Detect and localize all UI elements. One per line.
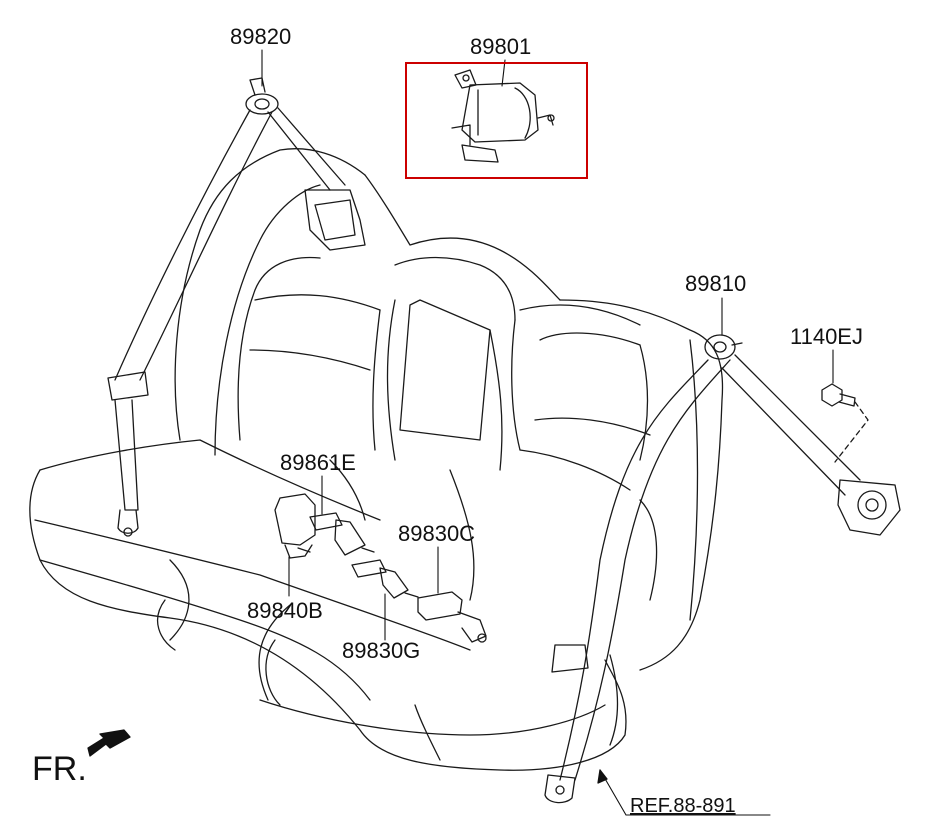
label-89830C: 89830C bbox=[398, 521, 476, 546]
left-belt-assembly bbox=[107, 77, 366, 537]
label-89820: 89820 bbox=[230, 24, 292, 49]
right-belt-assembly bbox=[544, 334, 901, 804]
retractor-89801 bbox=[451, 69, 555, 163]
tongue-89861E bbox=[309, 512, 375, 556]
leader-lines bbox=[261, 49, 834, 816]
buckle-89830C bbox=[417, 591, 487, 643]
label-89840B: 89840B bbox=[247, 598, 323, 623]
label-1140EJ: 1140EJ bbox=[790, 324, 863, 349]
label-89801: 89801 bbox=[470, 34, 532, 59]
reference-arrow bbox=[597, 769, 608, 784]
seat-cushion bbox=[29, 439, 627, 771]
highlight-box-89801 bbox=[405, 62, 588, 179]
front-direction-label: FR. bbox=[32, 750, 87, 788]
label-89830G: 89830G bbox=[342, 638, 421, 663]
label-89810: 89810 bbox=[685, 271, 747, 296]
reference-label: REF.88-891 bbox=[630, 795, 736, 817]
tongue-89830G bbox=[351, 559, 419, 599]
seat-back bbox=[174, 148, 724, 671]
buckle-89840B bbox=[274, 493, 316, 559]
fr-arrow-icon bbox=[87, 729, 131, 757]
bolt-1140EJ bbox=[821, 383, 869, 463]
label-89861E: 89861E bbox=[280, 450, 356, 475]
